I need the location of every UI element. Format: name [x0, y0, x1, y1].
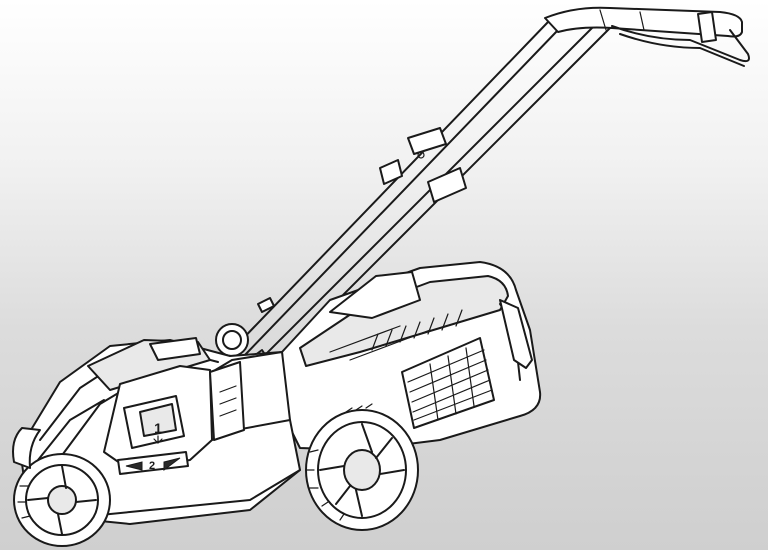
grass-box-rear-cap — [499, 299, 533, 369]
height-adjust-arrow-left — [125, 461, 143, 471]
handle-clamp-lower — [427, 167, 467, 203]
grass-box-vent-grille — [401, 337, 495, 429]
cable-clip — [257, 297, 275, 313]
grass-collector — [281, 261, 542, 451]
safety-lever — [611, 25, 750, 63]
height-adjust-number: 2 — [149, 460, 155, 472]
handle-switch-box — [697, 11, 717, 43]
grass-box-carry-handle — [329, 271, 421, 319]
battery-slot-number: 1 — [154, 420, 162, 436]
callout-labels: 1 2 — [125, 420, 181, 472]
rear-wheel — [305, 409, 419, 531]
handle-top-grip — [544, 6, 743, 38]
battery-slot-arrow — [153, 435, 163, 444]
handle-clamp-upper — [407, 127, 447, 155]
handle-left-tube — [231, 21, 549, 351]
front-wheel-far — [12, 427, 41, 469]
handle-right-tube — [249, 17, 603, 371]
handle-assembly — [215, 6, 750, 382]
height-adjust-arrow-right — [163, 457, 181, 471]
front-wheel — [13, 453, 111, 547]
